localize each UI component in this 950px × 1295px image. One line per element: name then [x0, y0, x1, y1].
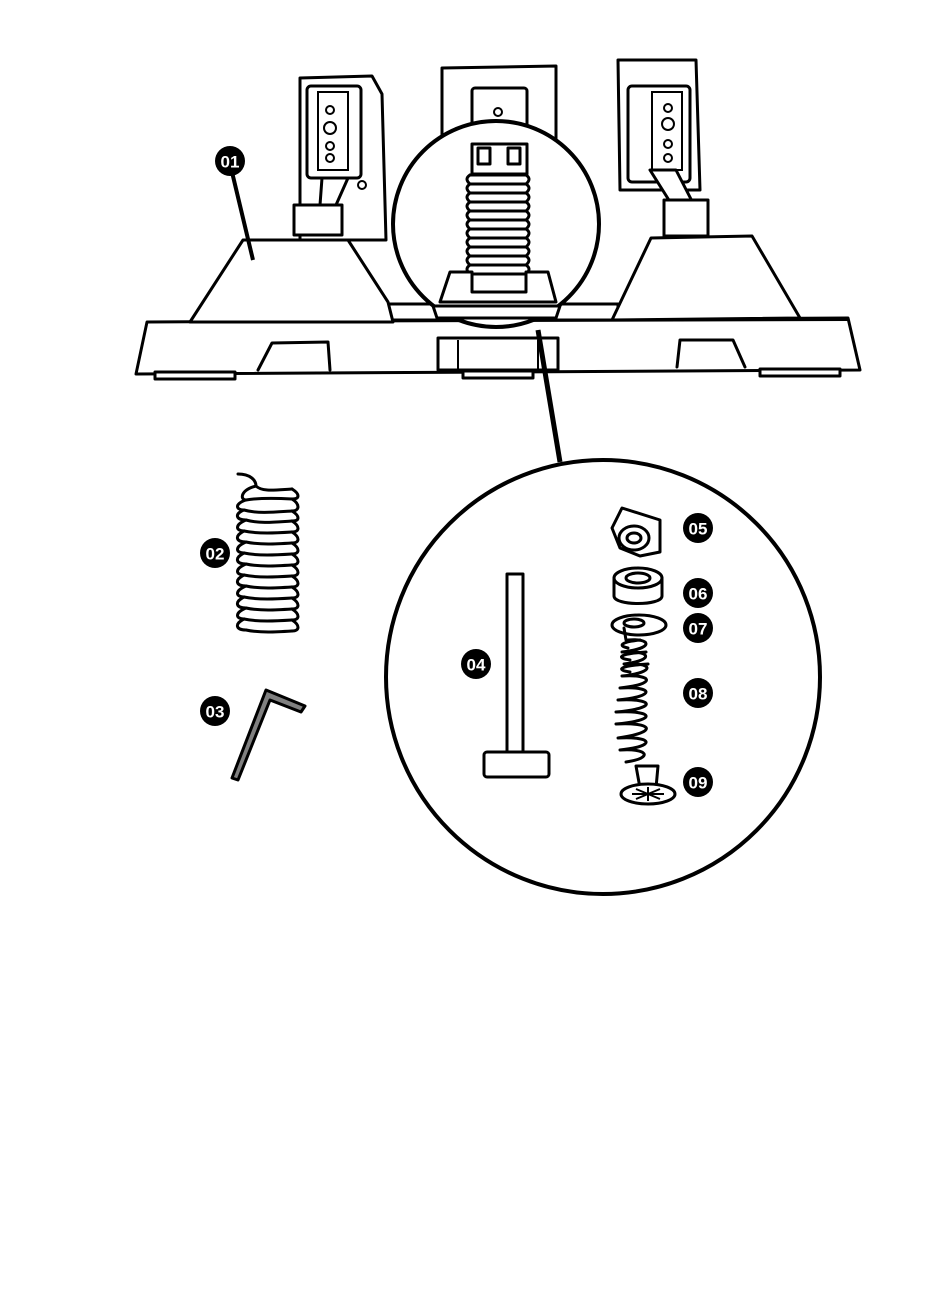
detail-circle	[386, 460, 820, 894]
svg-text:03: 03	[206, 703, 225, 722]
callout-07: 07	[683, 613, 713, 643]
svg-text:06: 06	[689, 585, 708, 604]
svg-text:02: 02	[206, 545, 225, 564]
callout-05: 05	[683, 513, 713, 543]
callout-02: 02	[200, 538, 230, 568]
svg-text:09: 09	[689, 774, 708, 793]
small-spring-icon	[616, 640, 648, 762]
pedal-set-icon	[136, 60, 860, 462]
washer-icon	[612, 615, 666, 640]
svg-text:07: 07	[689, 620, 708, 639]
callout-03: 03	[200, 696, 230, 726]
svg-text:01: 01	[221, 153, 240, 172]
spring-icon	[237, 474, 298, 632]
svg-text:05: 05	[689, 520, 708, 539]
callout-04: 04	[461, 649, 491, 679]
screw-icon	[621, 766, 675, 804]
callout-01: 01	[215, 146, 245, 176]
cap-icon	[612, 508, 660, 556]
svg-text:08: 08	[689, 685, 708, 704]
rod-icon	[484, 574, 549, 777]
callout-08: 08	[683, 678, 713, 708]
bushing-icon	[614, 568, 662, 604]
hex-key-icon	[232, 690, 305, 780]
callout-06: 06	[683, 578, 713, 608]
callout-09: 09	[683, 767, 713, 797]
svg-text:04: 04	[467, 656, 486, 675]
